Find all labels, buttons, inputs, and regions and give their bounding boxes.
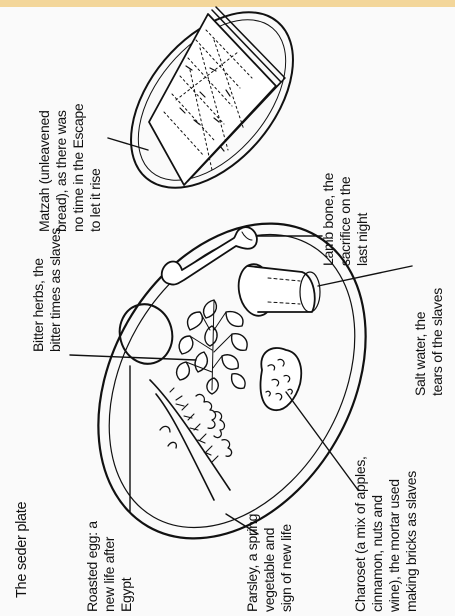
matzah-label: Matzah (unleavened bread), as there was … <box>36 104 104 232</box>
diagram-title: The seder plate <box>14 502 31 598</box>
salt-water-label: Salt water, the tears of the slaves <box>412 288 446 396</box>
parsley <box>150 380 232 500</box>
roasted-egg-label: Roasted egg: a new life after Egypt <box>84 521 135 612</box>
matzah-leader <box>108 138 148 150</box>
charoset <box>261 348 302 410</box>
bitter-herbs <box>177 300 247 394</box>
parsley-label: Parsley, a spring vegetable and sign of … <box>244 514 295 612</box>
matzah-stack <box>149 7 285 185</box>
bitter-herbs-label: Bitter herbs, the bitter times as slaves <box>30 228 64 352</box>
lamb-bone-label: Lamb bone, the sacrifice on the last nig… <box>320 173 371 266</box>
charoset-label: Charoset (a mix of apples, cinnamon, nut… <box>352 456 420 612</box>
salt-water-glass <box>235 261 320 318</box>
salt-water-leader <box>318 266 412 286</box>
